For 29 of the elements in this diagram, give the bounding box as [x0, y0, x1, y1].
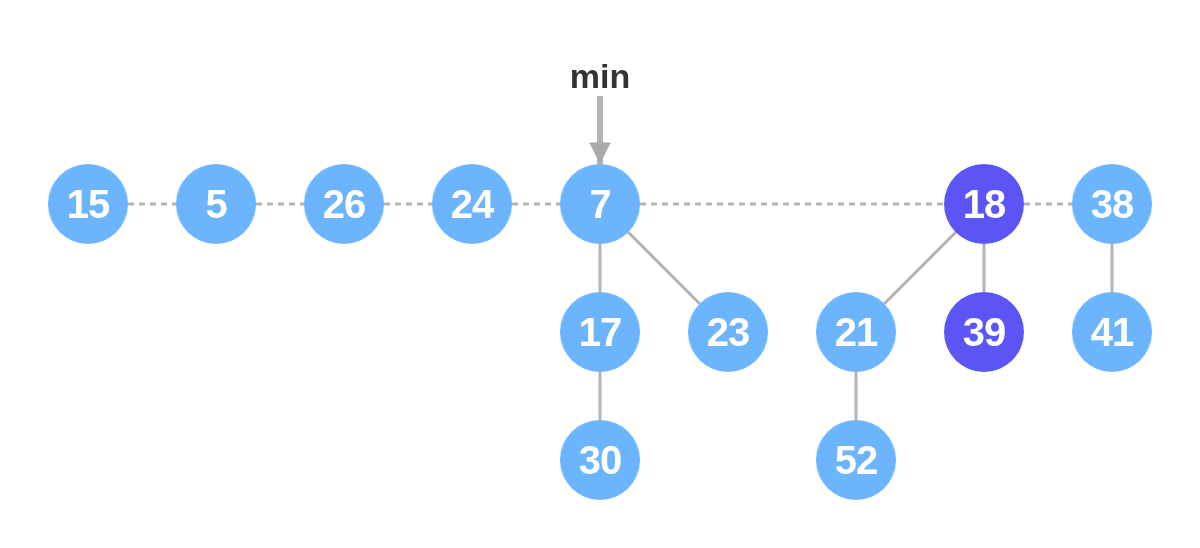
- heap-node-circle: 39: [944, 292, 1024, 372]
- heap-node-circle: 17: [560, 292, 640, 372]
- heap-node-circle: 15: [48, 164, 128, 244]
- root-list-link: [640, 202, 944, 206]
- heap-node-circle: 41: [1072, 292, 1152, 372]
- root-list-link: [1024, 202, 1072, 206]
- heap-node-circle: 7: [560, 164, 640, 244]
- heap-node-circle: 26: [304, 164, 384, 244]
- root-list-link: [384, 202, 432, 206]
- root-list-link: [128, 202, 176, 206]
- heap-node-circle: 30: [560, 420, 640, 500]
- pointer-label: min: [555, 56, 645, 96]
- heap-node-circle: 52: [816, 420, 896, 500]
- heap-node-circle: 5: [176, 164, 256, 244]
- heap-node-circle: 24: [432, 164, 512, 244]
- tree-edge: [1110, 244, 1114, 292]
- pointer-arrow: [589, 96, 611, 164]
- heap-node-circle: 23: [688, 292, 768, 372]
- root-list-link: [256, 202, 304, 206]
- root-list-link: [512, 202, 560, 206]
- tree-edge: [982, 244, 986, 292]
- tree-edge: [598, 244, 602, 292]
- heap-node-circle: 18: [944, 164, 1024, 244]
- heap-node-circle: 38: [1072, 164, 1152, 244]
- tree-edge: [598, 372, 602, 420]
- tree-edge: [883, 231, 957, 305]
- heap-node-circle: 21: [816, 292, 896, 372]
- tree-edge: [627, 231, 701, 305]
- tree-edge: [854, 372, 858, 420]
